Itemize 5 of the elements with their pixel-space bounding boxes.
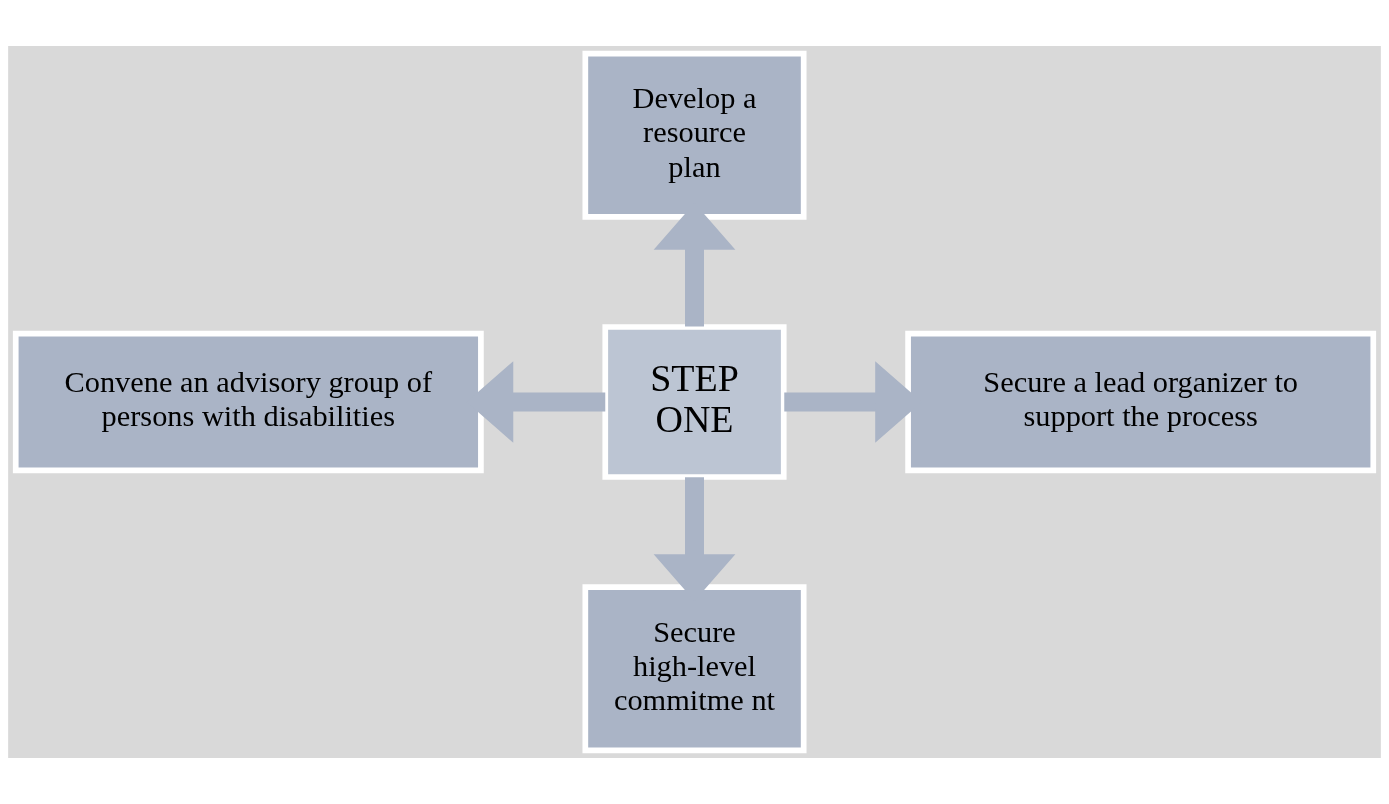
node-box: Secure a lead organizer to support the process [905, 330, 1377, 474]
node-box: Convene an advisory group of persons with disabilities [12, 330, 484, 474]
node-box: Secure high-level commitme nt [582, 584, 807, 754]
node-box: STEP ONE [602, 324, 787, 480]
node-box: Develop a resource plan [582, 50, 807, 220]
